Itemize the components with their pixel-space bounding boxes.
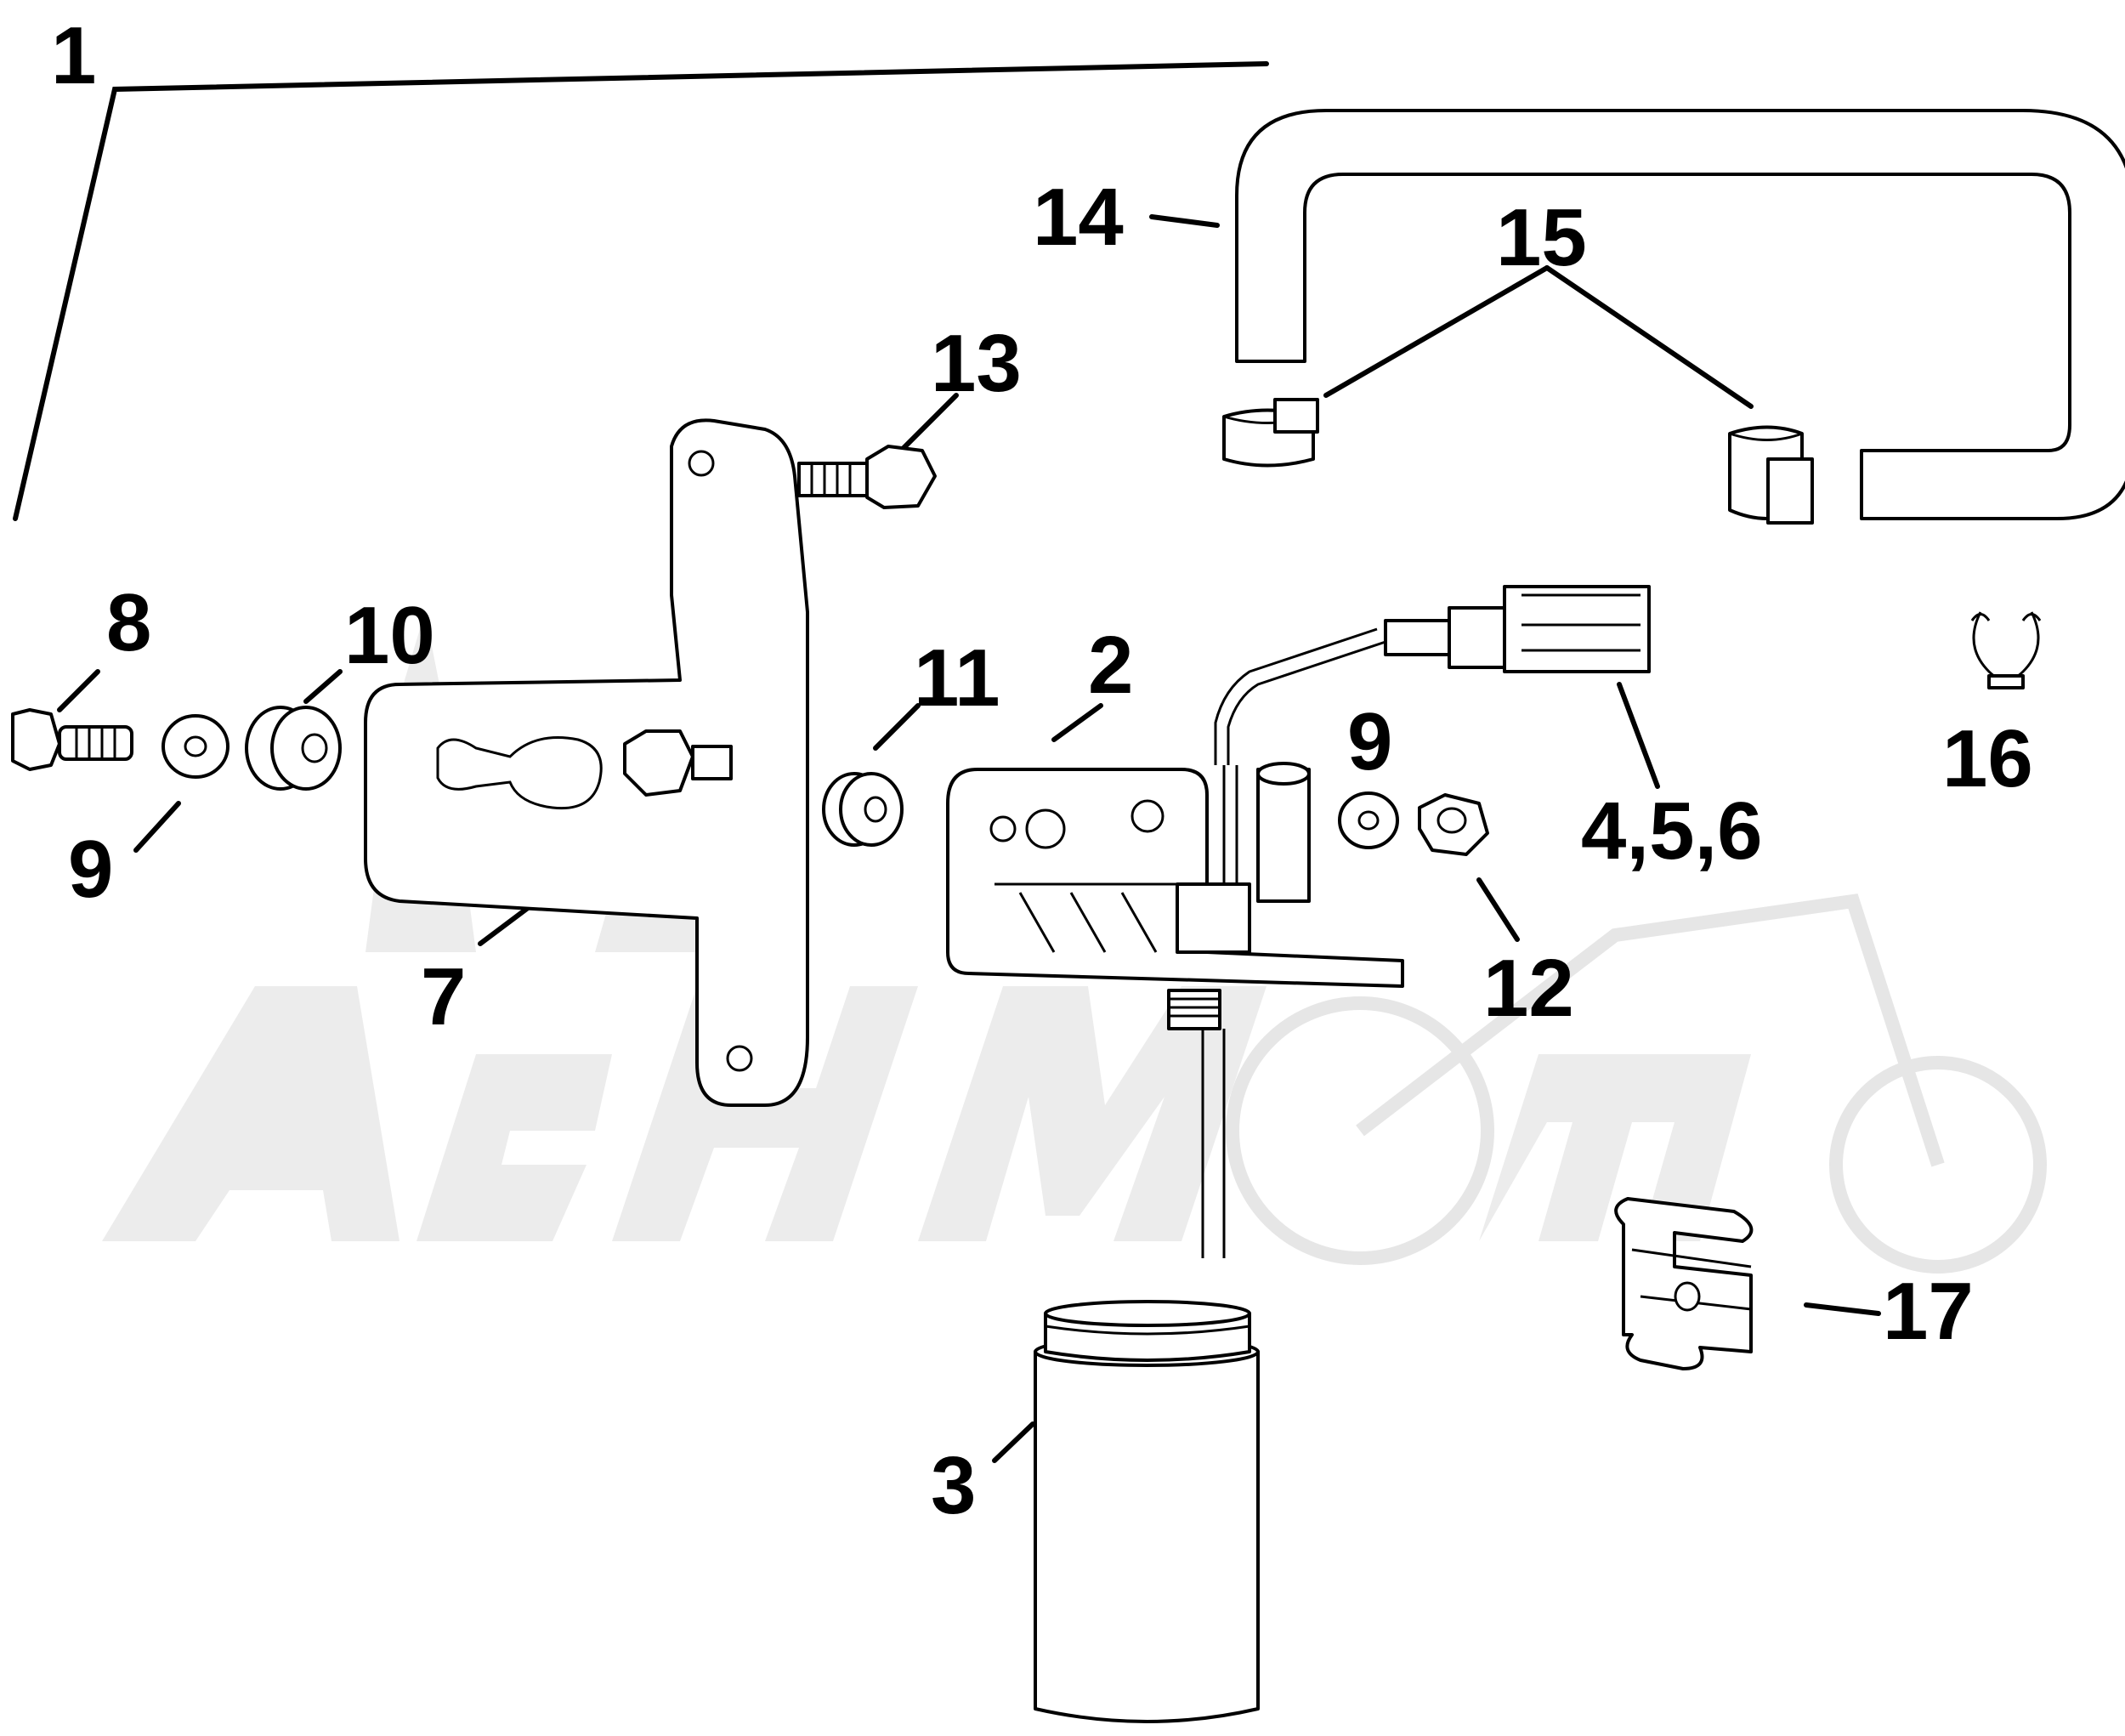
leader-lines (13, 61, 1881, 1463)
leader-7 (478, 903, 534, 946)
callout-4-5-6: 4,5,6 (1581, 786, 1763, 877)
bracket-part-7 (364, 418, 809, 1107)
callout-17: 17 (1883, 1266, 1974, 1357)
hose-part-14 (1235, 109, 2125, 520)
leader-1 (13, 61, 1269, 521)
leader-14 (1149, 214, 1220, 228)
connector-parts-4-5-6 (1214, 585, 1651, 765)
callout-9-left: 9 (68, 824, 113, 915)
leader-456 (1617, 682, 1660, 789)
hose-clamp-left-part-15 (1222, 398, 1319, 468)
bolt-part-13 (797, 445, 937, 509)
grommet-part-11 (822, 772, 904, 847)
leader-11 (873, 703, 921, 751)
leader-9a (133, 801, 181, 853)
leader-8 (57, 669, 100, 712)
leader-3 (992, 1421, 1035, 1463)
washer-part-9-right (1338, 791, 1399, 849)
clip-part-17 (1614, 1197, 1754, 1370)
callout-14: 14 (1033, 172, 1124, 263)
leader-15b (1544, 265, 1754, 409)
nut-part-12 (1418, 793, 1489, 856)
grommet-part-10 (245, 706, 342, 791)
canister-part-3 (1034, 1300, 1260, 1723)
leader-10 (303, 669, 343, 704)
callout-labels: 1 14 15 13 8 10 11 2 9 16 4,5,6 9 7 12 1… (51, 10, 2033, 1531)
callout-12: 12 (1483, 943, 1574, 1034)
hose-clamp-right-part-15 (1728, 425, 1814, 525)
callout-2: 2 (1088, 620, 1133, 711)
callout-3: 3 (931, 1440, 976, 1531)
callout-15: 15 (1496, 192, 1587, 283)
leader-13 (898, 393, 959, 453)
callout-16: 16 (1942, 713, 2033, 804)
callout-9-right: 9 (1347, 696, 1392, 787)
leader-2 (1051, 703, 1103, 742)
callout-11: 11 (914, 633, 1000, 723)
leader-15a (1323, 265, 1550, 398)
callout-1: 1 (51, 10, 96, 101)
callout-8: 8 (106, 577, 151, 668)
stud-nut (623, 729, 733, 797)
leader-12 (1476, 877, 1520, 942)
washer-part-9-left (162, 714, 230, 779)
callout-13: 13 (931, 318, 1022, 409)
callout-10: 10 (344, 590, 435, 681)
callout-7: 7 (421, 951, 466, 1042)
sender-assembly-part-2 (946, 762, 1404, 1258)
leader-17 (1804, 1302, 1881, 1316)
bolt-part-8 (11, 708, 133, 771)
clip-part-16 (1970, 611, 2042, 689)
